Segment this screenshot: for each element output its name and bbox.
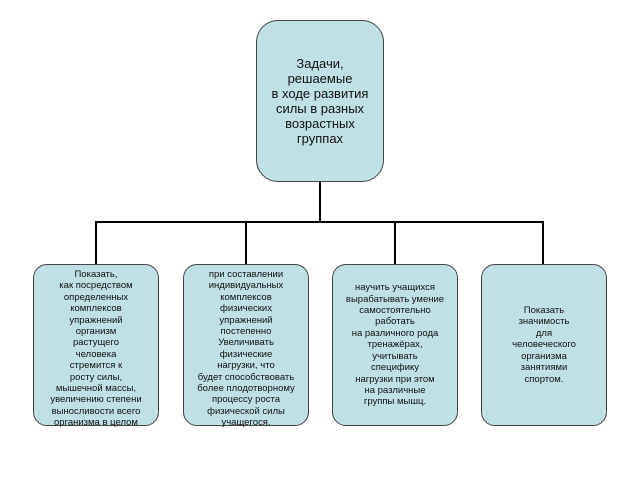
child-node-4: Показать значимость для человеческого ор… (481, 264, 607, 426)
child-node-4-text: Показать значимость для человеческого ор… (512, 305, 576, 385)
child-node-1: Показать, как посредством определенных к… (33, 264, 159, 429)
child-node-3: научить учащихся вырабатывать умение сам… (332, 264, 458, 426)
child-node-2: при составлении индивидуальных комплексо… (183, 264, 309, 429)
root-node-text: Задачи, решаемые в ходе развития силы в … (271, 56, 369, 146)
child-node-3-text: научить учащихся вырабатывать умение сам… (345, 282, 445, 408)
child-node-2-text: при составлении индивидуальных комплексо… (197, 269, 295, 429)
root-node: Задачи, решаемые в ходе развития силы в … (256, 20, 384, 182)
child-node-1-text: Показать, как посредством определенных к… (50, 269, 142, 429)
